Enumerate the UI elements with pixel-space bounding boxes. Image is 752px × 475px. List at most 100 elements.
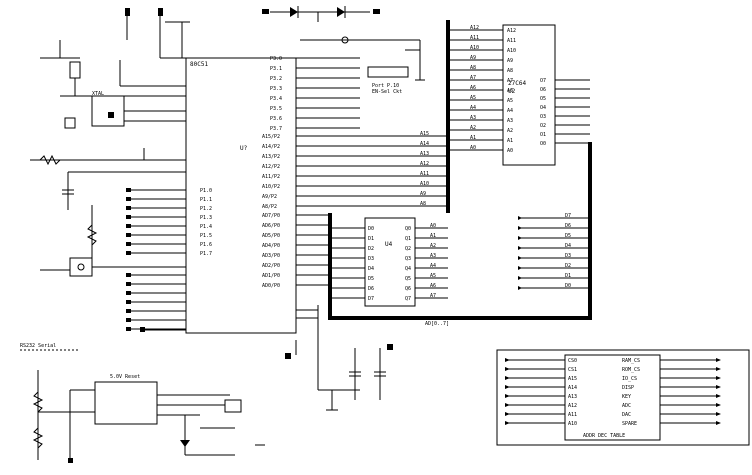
eprom-addr-wire-label: A6 (470, 85, 476, 91)
mcu-port1-pin-label: P1.0 (200, 188, 212, 194)
decoder-chip (564, 354, 661, 441)
eprom-addr-label: A1 (507, 138, 513, 144)
mcu-port1-pin-label: P1.7 (200, 251, 212, 257)
mcu-addr-pin-label: A8/P2 (262, 204, 277, 210)
latch-in-label: D0 (368, 226, 374, 232)
eprom-addr-label: A10 (507, 48, 516, 54)
decoder-in-label: A13 (568, 394, 577, 400)
mcu-port3-pin-label: P3.1 (270, 66, 282, 72)
port1-stubs (126, 188, 186, 331)
port3b-pad (126, 309, 131, 313)
decoder-in-label: A11 (568, 412, 577, 418)
mcu-addr-pin-label: A10/P2 (262, 184, 280, 190)
eprom-addr-wire-label: A8 (470, 65, 476, 71)
address-wire-label: A8 (420, 201, 426, 207)
eprom-addr-wire-label: A2 (470, 125, 476, 131)
eprom-addr-label: A12 (507, 28, 516, 34)
mcu-port3-pin-label: P3.0 (270, 56, 282, 62)
mcu-port1-pin-label: P1.2 (200, 206, 212, 212)
latch-out-wire-label: A2 (430, 243, 436, 249)
eprom-pins: A12A12A11A11A10A10A9A9A8A8A7A7A6A6A5A5A4… (448, 25, 590, 154)
mcu-left-pins: P1.0P1.1P1.2P1.3P1.4P1.5P1.6P1.7 (200, 188, 212, 257)
mcu-data-pin-label: AD5/P0 (262, 233, 280, 239)
eprom-out-label: O0 (540, 141, 546, 147)
eprom-out-label: O1 (540, 132, 546, 138)
mcu-port1-pin-label: P1.6 (200, 242, 212, 248)
port1-pad (126, 215, 131, 219)
eprom-addr-label: A11 (507, 38, 516, 44)
mcu-port3-pin-label: P3.3 (270, 86, 282, 92)
mcu-addr-pin-label: A13/P2 (262, 154, 280, 160)
eprom-addr-wire-label: A4 (470, 105, 476, 111)
decoder-out-label: SPARE (622, 421, 637, 427)
latch-ref-label: U4 (385, 241, 393, 248)
latch-in-label: D2 (368, 246, 374, 252)
decoder-out-arrow (716, 385, 721, 389)
output-wire-label: D4 (565, 243, 571, 249)
mcu-data-pin-label: AD0/P0 (262, 283, 280, 289)
decoder-border (496, 349, 750, 446)
mcu-port3-pin-label: P3.7 (270, 126, 282, 132)
decoder-pins: CS0CS1A15A14A13A12A11A10RAM_CSROM_CSIO_C… (505, 358, 721, 427)
output-arrow (518, 256, 522, 260)
eprom-addr-wire-label: A10 (470, 45, 479, 51)
mcu-port1-pin-label: P1.4 (200, 224, 212, 230)
latch-out-label: Q1 (405, 236, 411, 242)
eprom-out-label: O6 (540, 87, 546, 93)
eprom-addr-label: A6 (507, 88, 513, 94)
output-wire-label: D0 (565, 283, 571, 289)
eprom-addr-wire-label: A11 (470, 35, 479, 41)
mcu-addr-pin-label: A11/P2 (262, 174, 280, 180)
latch-out-label: Q7 (405, 296, 411, 302)
eprom-addr-wire-label: A0 (470, 145, 476, 151)
decoder-out-label: RAM_CS (622, 358, 640, 364)
output-wire-label: D7 (565, 213, 571, 219)
eprom-addr-label: A5 (507, 98, 513, 104)
mcu-port3-pin-label: P3.4 (270, 96, 282, 102)
output-arrow (518, 246, 522, 250)
eprom-addr-label: A7 (507, 78, 513, 84)
eprom-addr-wire-label: A5 (470, 95, 476, 101)
mcu-addr-pin-label: A9/P2 (262, 194, 277, 200)
output-wire-label: D2 (565, 263, 571, 269)
latch-out-label: Q0 (405, 226, 411, 232)
bus-label: AD[0..7] (425, 321, 449, 327)
output-arrow (518, 216, 522, 220)
decoder-in-label: A10 (568, 421, 577, 427)
address-wire-label: A12 (420, 161, 429, 167)
decoder-out-label: IO_CS (622, 376, 637, 382)
eprom-addr-label: A2 (507, 128, 513, 134)
decoder-out-arrow (716, 367, 721, 371)
port3b-pad (126, 327, 131, 331)
decoder-out-label: KEY (622, 394, 631, 400)
eprom-addr-label: A4 (507, 108, 513, 114)
decoder-in-label: CS1 (568, 367, 577, 373)
port3b-pad (126, 273, 131, 277)
address-wire-label: A15 (420, 131, 429, 137)
mcu-port1-pin-label: P1.5 (200, 233, 212, 239)
port1-pad (126, 251, 131, 255)
mcu-data-pin-label: AD3/P0 (262, 253, 280, 259)
decoder-out-arrow (716, 421, 721, 425)
latch-out-wire-label: A5 (430, 273, 436, 279)
mcu-addr-pin-label: A15/P2 (262, 134, 280, 140)
latch-in-label: D6 (368, 286, 374, 292)
output-wire-label: D6 (565, 223, 571, 229)
eprom-out-label: O2 (540, 123, 546, 129)
eprom-addr-wire-label: A3 (470, 115, 476, 121)
address-wire-label: A10 (420, 181, 429, 187)
decoder-in-label: A12 (568, 403, 577, 409)
eprom-addr-label: A8 (507, 68, 513, 74)
address-wire-label: A14 (420, 141, 429, 147)
mcu-part-label: 80C51 (190, 61, 208, 68)
output-arrow (518, 236, 522, 240)
output-arrow (518, 266, 522, 270)
eprom-part-label: 27C64 (508, 80, 526, 87)
decoder-out-label: DAC (622, 412, 631, 418)
mcu-port1-pin-label: P1.3 (200, 215, 212, 221)
mcu-data-pin-label: AD4/P0 (262, 243, 280, 249)
output-arrow (518, 226, 522, 230)
output-arrow (518, 276, 522, 280)
